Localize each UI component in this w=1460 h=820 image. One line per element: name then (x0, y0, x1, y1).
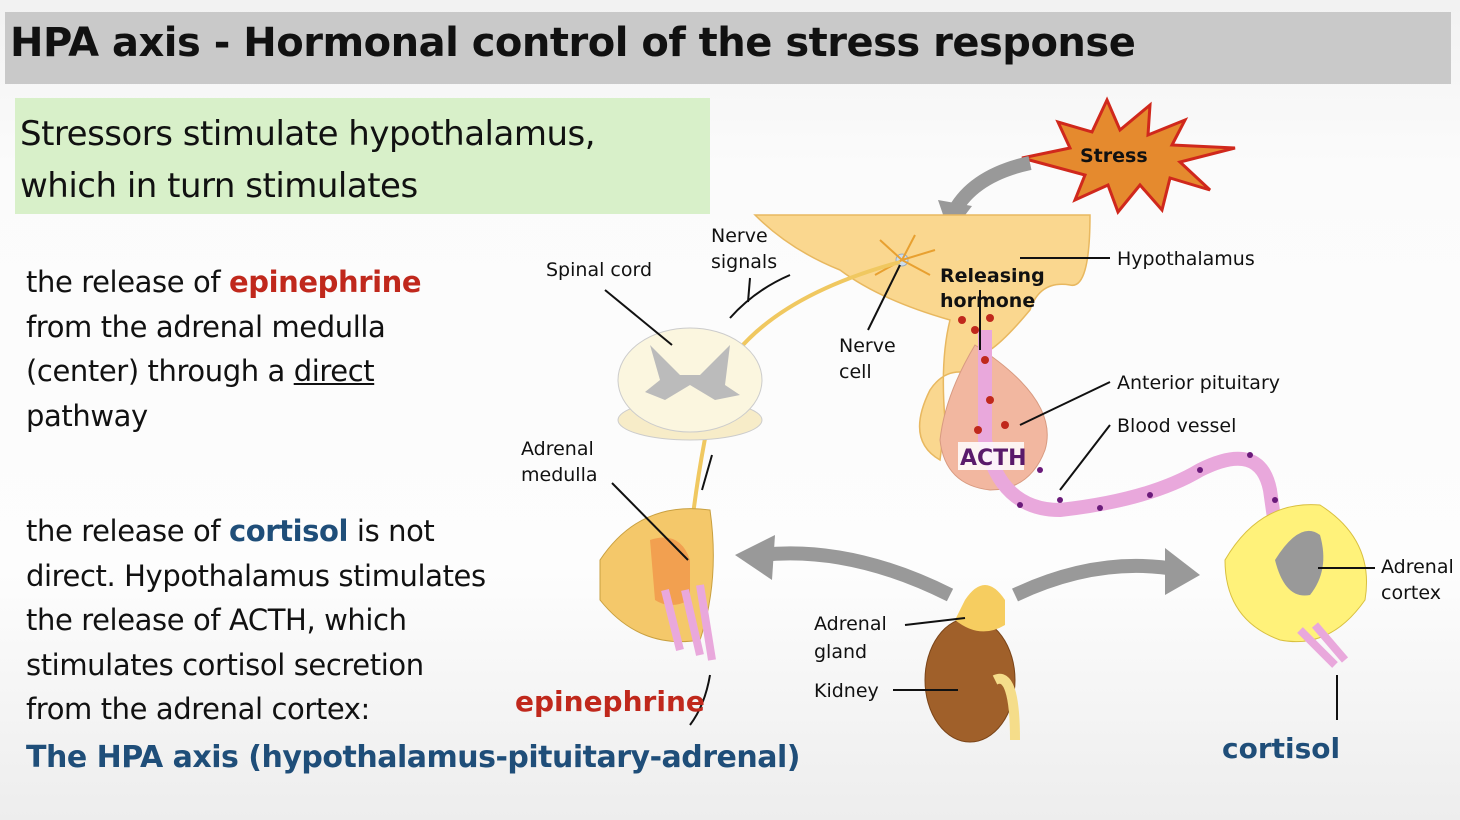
adrenal-gland-label-2: gland (814, 641, 867, 663)
adrenal-gland-label-1: Adrenal (814, 613, 887, 635)
summary-line-1: Stressors stimulate hypothalamus, (20, 114, 596, 154)
text: the release of (26, 514, 229, 548)
stress-label: Stress (1080, 145, 1148, 167)
adrenal-medulla-label-2: medulla (521, 464, 598, 486)
spinal-cord-gray-matter (645, 345, 740, 400)
adrenal-medulla-center (650, 537, 690, 605)
hypothalamus-label: Hypothalamus (1117, 248, 1255, 270)
adrenal-cortex-label-1: Adrenal (1381, 556, 1454, 578)
cortex-vessels (1297, 622, 1349, 668)
summary-text: Stressors stimulate hypothalamus, which … (20, 108, 596, 212)
adrenal-gland-shape (955, 585, 1005, 632)
nerve-cell-label-2: cell (839, 361, 872, 383)
releasing-hormone-dots (958, 314, 1009, 434)
text: (center) through a (26, 354, 294, 388)
direct-pathway-paragraph: the release of epinephrine from the adre… (26, 260, 422, 438)
spinal-cord-label: Spinal cord (546, 259, 652, 281)
medulla-vessels (661, 584, 716, 661)
epinephrine-highlight: epinephrine (228, 265, 422, 299)
leader-lines (604, 257, 1375, 726)
stress-starburst (1021, 96, 1236, 215)
text: the release of ACTH, which (26, 603, 407, 637)
text: pathway (26, 398, 148, 433)
summary-box (15, 98, 710, 214)
text: is not (348, 514, 435, 548)
acth-label-bg (958, 442, 1024, 470)
blood-vessel (978, 330, 1287, 561)
adrenal-cortex-center (1275, 530, 1324, 596)
arrow-to-cortex-head (1165, 548, 1200, 595)
acth-label: ACTH (960, 446, 1027, 471)
kidney-label: Kidney (814, 680, 879, 702)
adrenal-cortex-label-2: cortex (1381, 582, 1441, 604)
slide-title: HPA axis - Hormonal control of the stres… (10, 20, 1136, 66)
text: from the adrenal medulla (26, 309, 386, 344)
summary-line-2: which in turn stimulates (20, 166, 418, 206)
releasing-hormone-label-2: hormone (940, 290, 1035, 312)
acth-dots (1017, 452, 1278, 511)
text: from the adrenal cortex: (26, 692, 370, 726)
blood-vessel-label: Blood vessel (1117, 415, 1236, 437)
nerve-cell-label-1: Nerve (839, 335, 896, 357)
cortisol-output-label: cortisol (1222, 732, 1340, 765)
epinephrine-output-label: epinephrine (515, 685, 705, 718)
nerve-signals-label-1: Nerve (711, 225, 768, 247)
anterior-pituitary-label: Anterior pituitary (1117, 372, 1280, 394)
arrow-to-medulla-head (735, 535, 775, 580)
stress-arrow (948, 156, 1032, 214)
hpa-axis-label: The HPA axis (hypothalamus-pituitary-adr… (26, 740, 800, 775)
text: direct. Hypothalamus stimulates (26, 558, 486, 593)
nerve-cell-dendrites (874, 234, 936, 276)
text: the release of (26, 265, 229, 299)
arrow-to-medulla (759, 546, 954, 602)
title-bar (5, 12, 1451, 84)
nerve-signals-label-2: signals (711, 251, 777, 273)
arrow-to-cortex (1012, 558, 1182, 602)
hypothalamus-shape (753, 214, 1091, 462)
adrenal-medulla-label-1: Adrenal (521, 438, 594, 460)
direct-underlined: direct (293, 354, 375, 388)
releasing-hormone-label-1: Releasing (940, 265, 1045, 287)
indirect-pathway-paragraph: the release of cortisol is not direct. H… (26, 509, 486, 732)
cortisol-highlight: cortisol (228, 514, 349, 548)
text: stimulates cortisol secretion (26, 647, 424, 682)
ureter (992, 673, 1020, 741)
